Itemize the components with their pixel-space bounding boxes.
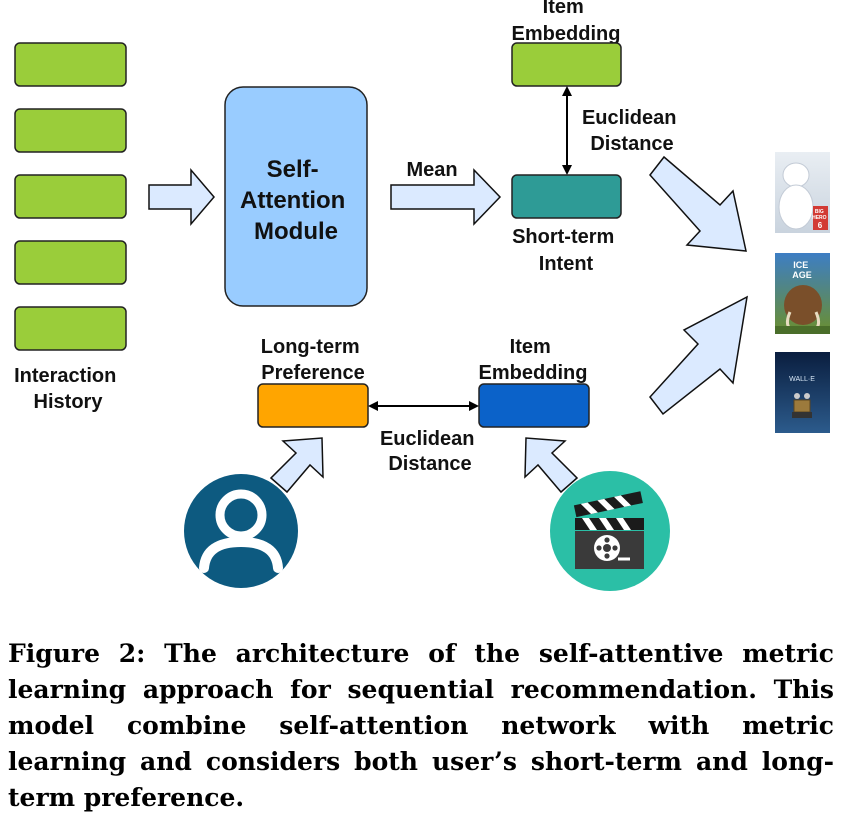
interaction-history-items xyxy=(14,42,127,351)
user-avatar-icon xyxy=(184,474,298,588)
clapperboard-film-reel-icon xyxy=(550,471,670,591)
history-item xyxy=(14,42,127,87)
svg-text:BIG HERO 6: BIG HERO 6 xyxy=(812,209,828,230)
long-term-preference-box xyxy=(257,383,369,428)
user-to-preference-arrow xyxy=(269,437,324,494)
item-embedding-top-label: Item Embedding xyxy=(512,0,621,45)
euclidean-distance-bottom-label: Euclidean Distance xyxy=(380,428,480,475)
svg-text:WALL·E: WALL·E xyxy=(789,376,815,383)
self-attention-module xyxy=(224,86,368,307)
recommended-movie-poster-2: ICE AGE xyxy=(775,253,830,334)
history-item xyxy=(14,306,127,351)
item-embedding-bottom-label: Item Embedding xyxy=(479,336,588,384)
long-term-preference-label: Long-term Preference xyxy=(261,336,365,384)
self-attention-label: Self- Attention Module xyxy=(240,156,352,245)
figure-caption: Figure 2: The architecture of the self-a… xyxy=(8,639,834,812)
movie-to-item-arrow xyxy=(524,437,579,494)
recommended-movie-poster-3: WALL·E xyxy=(775,352,830,433)
short-term-to-recommendation-arrow xyxy=(649,155,747,252)
history-item xyxy=(14,108,127,153)
mean-label: Mean xyxy=(406,159,457,181)
history-item xyxy=(14,240,127,285)
euclidean-distance-top-label: Euclidean Distance xyxy=(582,107,682,155)
history-to-attention-arrow xyxy=(148,167,215,227)
architecture-diagram: Interaction History Self- Attention Modu… xyxy=(14,0,830,591)
short-term-intent-label: Short-term Intent xyxy=(512,226,620,275)
long-term-to-recommendation-arrow xyxy=(649,295,748,416)
history-item xyxy=(14,174,127,219)
svg-text:ICE AGE: ICE AGE xyxy=(792,260,812,280)
recommended-movie-poster-1: BIG HERO 6 xyxy=(775,152,830,233)
item-embedding-top-box xyxy=(511,42,622,87)
interaction-history-label: Interaction History xyxy=(14,365,122,413)
item-embedding-bottom-box xyxy=(478,383,590,428)
mean-arrow xyxy=(390,168,502,226)
short-term-intent-box xyxy=(511,174,622,219)
